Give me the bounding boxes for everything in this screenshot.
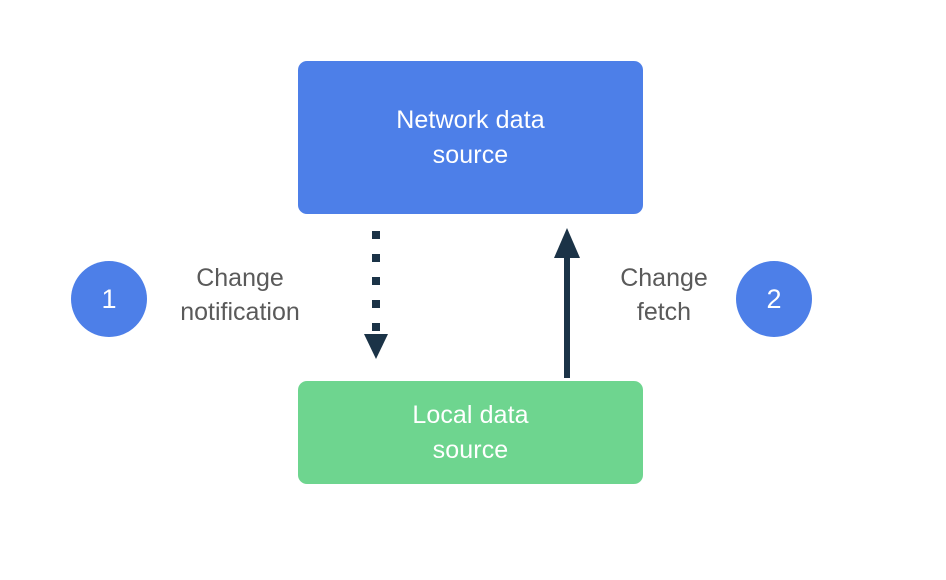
node-network-data-source[interactable]: Network data source bbox=[298, 61, 643, 214]
edge-label-change-fetch: Change fetch bbox=[620, 264, 708, 326]
node-local-data-source[interactable]: Local data source bbox=[298, 381, 643, 484]
step-badge-2[interactable]: 2 bbox=[736, 261, 812, 337]
node-network-data-source-label: Network data source bbox=[396, 106, 545, 169]
step-badge-1-number: 1 bbox=[101, 283, 117, 314]
node-local-data-source-label: Local data source bbox=[412, 401, 529, 464]
step-badge-1[interactable]: 1 bbox=[71, 261, 147, 337]
change-fetch-arrow-icon bbox=[554, 228, 580, 378]
edge-label-change-notification: Change notification bbox=[180, 264, 300, 326]
change-notification-arrow-icon bbox=[364, 231, 388, 359]
step-badge-2-number: 2 bbox=[766, 283, 782, 314]
